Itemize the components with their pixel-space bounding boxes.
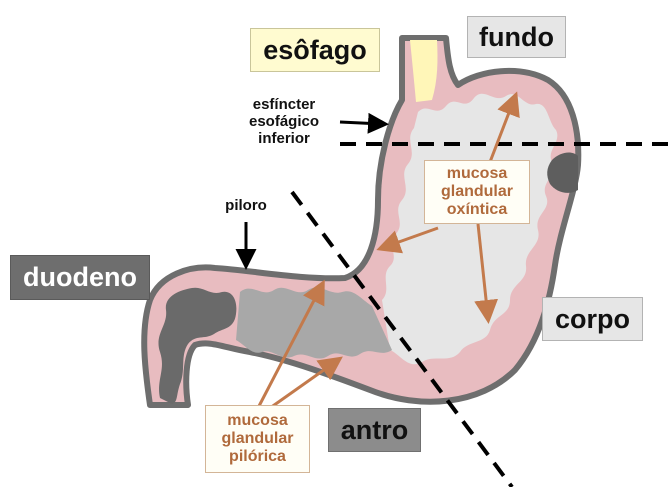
esofago-label: esôfago [250, 28, 380, 72]
piloro-label: piloro [216, 197, 276, 214]
mucosa-oxintica-note: mucosa glandular oxíntica [424, 160, 530, 224]
antro-label: antro [328, 408, 421, 452]
oxintica-line-2: glandular [441, 183, 513, 201]
oxintica-line-1: mucosa [447, 165, 507, 183]
pilorica-line-1: mucosa [227, 412, 287, 430]
esfincter-line-1: esfíncter [253, 96, 316, 113]
corpo-label: corpo [542, 297, 643, 341]
pilorica-line-3: pilórica [229, 448, 286, 466]
esfincter-label: esfíncter esofágico inferior [232, 96, 336, 147]
pilorica-line-2: glandular [221, 430, 293, 448]
esfincter-arrow [340, 122, 383, 124]
fundo-label: fundo [467, 16, 566, 58]
esfincter-line-3: inferior [258, 130, 310, 147]
oxintica-line-3: oxíntica [447, 201, 507, 219]
esfincter-line-2: esofágico [249, 113, 319, 130]
mucosa-pilorica-note: mucosa glandular pilórica [205, 405, 310, 473]
duodeno-label: duodeno [10, 255, 150, 300]
